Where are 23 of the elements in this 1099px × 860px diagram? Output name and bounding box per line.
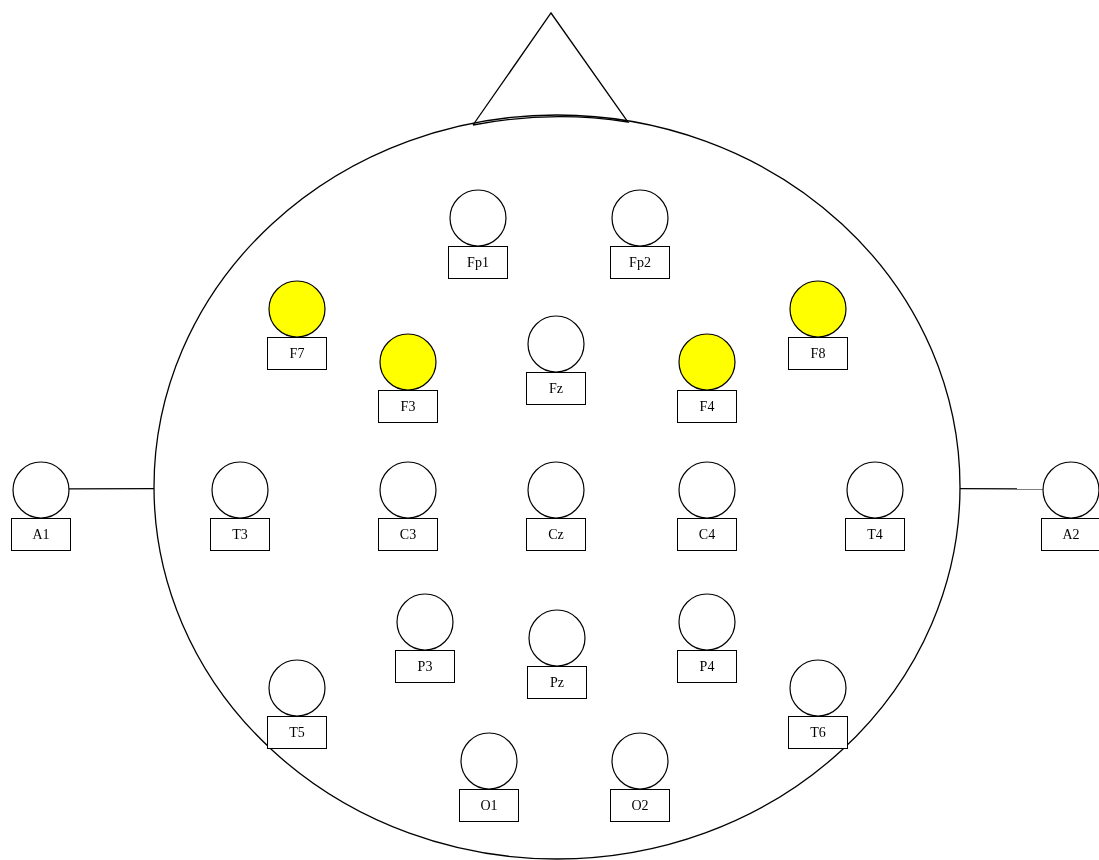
- electrode-label: Fp1: [448, 246, 508, 279]
- electrode-label: O1: [459, 789, 519, 822]
- electrode-label: F3: [378, 390, 438, 423]
- electrode-label: C3: [378, 518, 438, 551]
- connector-line: [68, 487, 155, 490]
- electrode-label: C4: [677, 518, 737, 551]
- electrode-label: T4: [845, 518, 905, 551]
- electrode-label: T6: [788, 716, 848, 749]
- connector-line: [959, 487, 1044, 490]
- electrode-label: Cz: [526, 518, 586, 551]
- electrode-label: F8: [788, 337, 848, 370]
- electrode-label: A1: [11, 518, 71, 551]
- electrode-label: A2: [1041, 518, 1099, 551]
- electrode-label: T3: [210, 518, 270, 551]
- electrode-label: Fp2: [610, 246, 670, 279]
- electrode-label: P4: [677, 650, 737, 683]
- electrode-label: Pz: [527, 666, 587, 699]
- electrode-label: F7: [267, 337, 327, 370]
- electrode-label: T5: [267, 716, 327, 749]
- electrode-label: Fz: [526, 372, 586, 405]
- electrode-label: F4: [677, 390, 737, 423]
- electrode-label: O2: [610, 789, 670, 822]
- electrode-label: P3: [395, 650, 455, 683]
